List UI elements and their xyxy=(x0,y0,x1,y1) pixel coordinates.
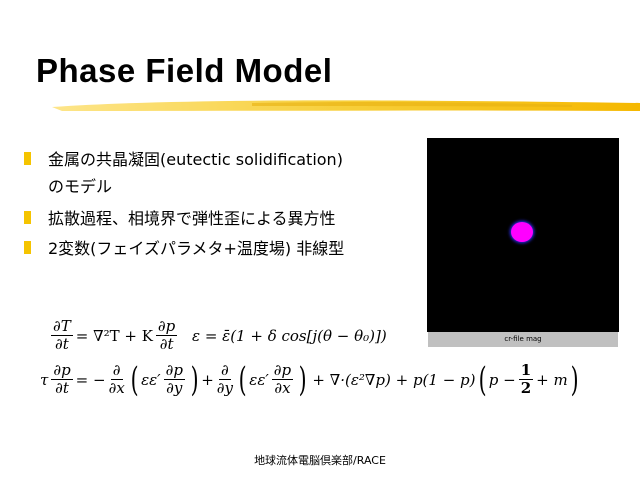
eq3-d1-den: ∂x xyxy=(108,379,125,397)
eq3-half-num: 1 xyxy=(518,361,534,380)
bullet-marker xyxy=(24,241,31,254)
bullet-marker xyxy=(24,211,31,224)
equation-phase: τ ∂p∂t = − ∂∂x (εε′ ∂p∂y) + ∂∂y (εε′ ∂p∂… xyxy=(40,359,579,400)
eq3-d1-num: ∂ xyxy=(110,361,123,380)
eq3-inner1: εε′ xyxy=(141,370,161,389)
eq3-f1-den: ∂t xyxy=(55,379,69,397)
eq3-tail: + ∇·(ε²∇p) + p(1 − p) xyxy=(312,370,476,389)
eq3-inner2: εε′ xyxy=(249,370,269,389)
eq1-rhs-num: ∂p xyxy=(155,317,178,336)
eq3-g1-num: ∂p xyxy=(163,361,185,380)
eq1-mid: = ∇²T + K xyxy=(75,326,153,345)
bullet-3: 2変数(フェイズパラメタ+温度場) 非線型 xyxy=(48,239,345,258)
equation-anisotropy: ε = ε̄(1 + δ cos[j(θ − θ₀)]) xyxy=(192,327,387,345)
eq3-d2-den: ∂y xyxy=(216,379,234,397)
eq3-op1: = − xyxy=(75,370,106,389)
slide-title: Phase Field Model xyxy=(36,52,333,89)
bullet-2: 拡散過程、相境界で弾性歪による異方性 xyxy=(48,209,336,228)
slide-footer: 地球流体電脳倶楽部/RACE xyxy=(254,454,386,467)
eq3-plus-m: + m xyxy=(536,370,568,389)
bullet-1-line-2: のモデル xyxy=(48,177,113,196)
simulation-image: cr-file mag xyxy=(427,138,619,348)
crystal-nucleus xyxy=(511,222,533,242)
eq3-p-minus: p − xyxy=(488,370,516,389)
eq3-d2-num: ∂ xyxy=(219,361,231,380)
eq1-lhs-num: ∂T xyxy=(51,317,73,336)
eq3-g2-num: ∂p xyxy=(271,361,294,380)
eq3-g2-den: ∂x xyxy=(274,379,291,397)
eq3-op2: + xyxy=(201,370,214,389)
eq2-text: ε = ε̄(1 + δ cos[j(θ − θ₀)]) xyxy=(192,327,387,345)
eq1-rhs-den: ∂t xyxy=(159,335,174,353)
eq1-lhs-den: ∂t xyxy=(54,335,69,353)
eq3-g1-den: ∂y xyxy=(166,379,183,397)
image-caption: cr-file mag xyxy=(427,332,619,348)
title-underline-brush xyxy=(52,100,640,111)
bullet-1-line-1: 金属の共晶凝固(eutectic solidification) xyxy=(48,150,343,169)
eq3-half-den: 2 xyxy=(520,379,532,397)
eq3-f1-num: ∂p xyxy=(51,361,73,380)
bullet-marker xyxy=(24,152,31,165)
equation-heat: ∂T∂t = ∇²T + K ∂p∂t xyxy=(48,318,180,353)
eq3-tau: τ xyxy=(40,370,49,389)
